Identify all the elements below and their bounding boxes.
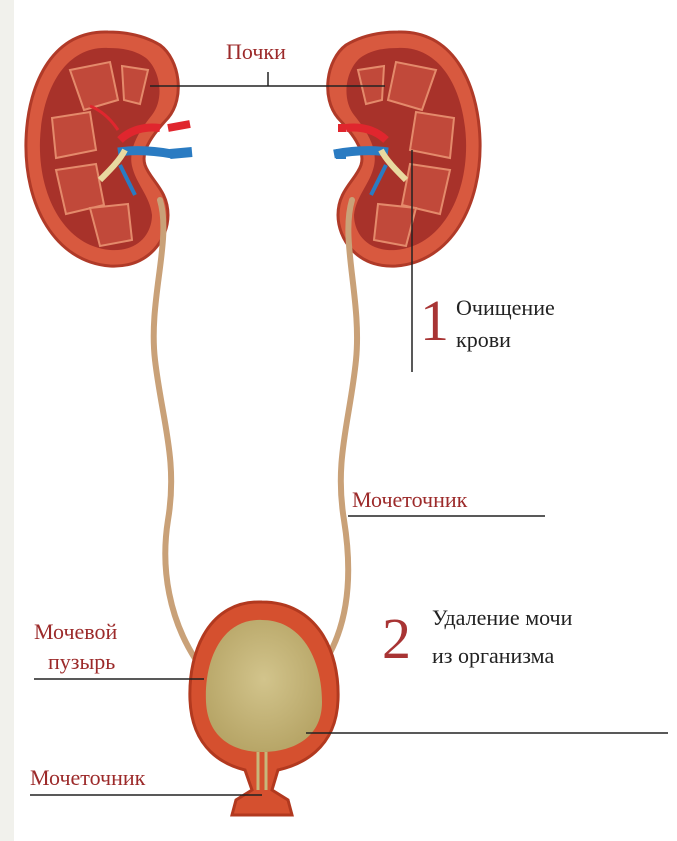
bladder-label-line1: Мочевой: [34, 620, 117, 644]
left-kidney: [26, 32, 192, 266]
step2-text-line1: Удаление мочи: [432, 606, 572, 630]
ureter-label: Мочеточник: [352, 488, 467, 512]
bladder-label-line2: пузырь: [48, 650, 115, 674]
step1-number: 1: [420, 292, 449, 350]
step2-text-line2: из организма: [432, 644, 554, 668]
step1-text-line2: крови: [456, 328, 511, 352]
right-ureter: [326, 200, 357, 660]
step1-text-line1: Очищение: [456, 296, 555, 320]
urethra-label: Мочеточник: [30, 766, 145, 790]
left-ureter: [154, 200, 196, 660]
kidneys-label: Почки: [226, 40, 286, 64]
bladder: [190, 602, 338, 815]
step2-number: 2: [382, 610, 411, 668]
